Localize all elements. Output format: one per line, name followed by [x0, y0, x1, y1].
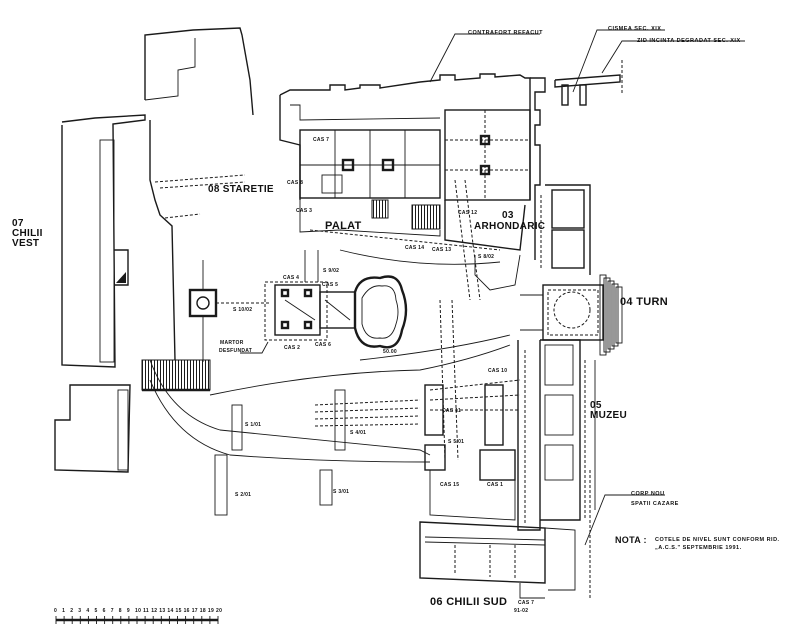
- label-05-muzeu: MUZEU: [590, 410, 628, 421]
- church: [264, 250, 408, 349]
- building-chilii-vest: [61, 114, 246, 368]
- west-stairs: [141, 359, 211, 392]
- label-06-chilii-sud: 06 CHILII SUD: [430, 596, 508, 608]
- section-s4: S 4/01: [350, 430, 367, 436]
- section-s10: S 10/02: [233, 307, 253, 313]
- note-line-1: COTELE DE NIVEL SUNT CONFORM RID.: [655, 537, 780, 543]
- section-cas-8: CAS 8: [287, 180, 304, 186]
- scale-tick-label: 12: [151, 608, 158, 614]
- label-palat: PALAT: [325, 220, 362, 232]
- scale-tick-label: 13: [159, 608, 166, 614]
- scale-tick-label: 3: [78, 608, 82, 614]
- section-cas-6: CAS 6: [315, 342, 332, 348]
- scale-tick-label: 4: [86, 608, 90, 614]
- section-s5: S 5/01: [448, 439, 465, 445]
- section-cas-7: CAS 7: [313, 137, 330, 143]
- note-line-2: „A.C.S." SEPTEMBRIE 1991.: [655, 545, 742, 551]
- section-cas-11: CAS 11: [442, 408, 462, 414]
- label-03-arhondaric: ARHONDARIC: [474, 221, 546, 232]
- scale-tick-label: 18: [199, 608, 206, 614]
- tower-turn: [520, 274, 623, 356]
- callout-spatii-cazare: SPATII CAZARE: [631, 501, 679, 507]
- fountain-pavilion: [188, 260, 270, 362]
- east-range: [530, 77, 591, 275]
- callout-zid-incinta: ZID INCINTA DEGRADAT SEC. XIX: [637, 38, 741, 44]
- callout-cismea: CISMEA SEC. XIX: [608, 26, 662, 32]
- scale-tick-label: 6: [102, 608, 106, 614]
- scale-tick-label: 19: [207, 608, 215, 614]
- scale-tick-label: 0: [54, 608, 58, 614]
- scale-tick-label: 14: [167, 608, 174, 614]
- label-05-number: 05: [590, 400, 602, 411]
- label-07-vest: VEST: [12, 238, 40, 249]
- scale-tick-label: 2: [70, 608, 74, 614]
- section-cas-2: CAS 2: [284, 345, 301, 351]
- section-cas-1: CAS 1: [487, 482, 504, 488]
- callout-corp-nou: CORP NOU: [631, 491, 665, 497]
- label-07-number: 07: [12, 218, 24, 229]
- section-cas-12: CAS 12: [458, 210, 478, 216]
- section-s9: S 9/02: [323, 268, 340, 274]
- label-07-chilii: CHILII: [12, 228, 43, 239]
- scale-tick-label: 11: [143, 608, 149, 614]
- scale-tick-label: 8: [118, 608, 122, 614]
- scale-tick-label: 7: [110, 608, 114, 614]
- section-cas-57-sub: 91-02: [514, 608, 529, 614]
- callout-leader-lines: [240, 29, 745, 546]
- label-08-staretie: 08 STARETIE: [208, 184, 274, 195]
- building-sw: [54, 384, 131, 473]
- scale-tick-label: 20: [216, 608, 223, 614]
- section-cas-10: CAS 10: [488, 368, 508, 374]
- scale-tick-label: 1: [62, 608, 66, 614]
- elevation-mark: 50.00: [383, 349, 398, 355]
- section-s8: S 8/02: [478, 254, 495, 260]
- building-muzeu: [517, 339, 596, 531]
- building-chilii-sud: [419, 470, 591, 600]
- section-s3: S 3/01: [333, 489, 350, 495]
- label-03-number: 03: [502, 210, 514, 221]
- label-martor: MARTOR: [220, 340, 244, 346]
- section-cas-14: CAS 14: [405, 245, 425, 251]
- label-04-turn: 04 TURN: [620, 296, 668, 308]
- palace-block: [279, 73, 531, 301]
- scale-tick-label: 15: [175, 608, 182, 614]
- building-arhondaric: [444, 200, 526, 291]
- scale-tick-label: 10: [135, 608, 142, 614]
- scale-tick-label: 5: [94, 608, 98, 614]
- south-trenches: [214, 299, 521, 521]
- scale-tick-label: 9: [126, 608, 130, 614]
- section-cas-15: CAS 15: [440, 482, 460, 488]
- section-cas-4: CAS 4: [283, 275, 300, 281]
- section-s2: S 2/01: [235, 492, 252, 498]
- nw-enclosure-wall: [144, 27, 254, 116]
- scale-bar: [55, 616, 219, 624]
- cismea-and-wall: [554, 60, 623, 106]
- scale-tick-label: 17: [191, 608, 198, 614]
- section-cas-13: CAS 13: [432, 247, 452, 253]
- scale-tick-label: 16: [183, 608, 190, 614]
- callout-contrafort: CONTRAFORT REFACUT: [468, 30, 543, 36]
- section-cas-57: CAS 7: [518, 600, 535, 606]
- note-title: NOTA :: [615, 535, 647, 545]
- section-cas-5: CAS 5: [322, 282, 339, 288]
- section-cas-3: CAS 3: [296, 208, 313, 214]
- courtyard-curves: [149, 229, 511, 463]
- section-s1: S 1/01: [245, 422, 262, 428]
- label-desfundat: DESFUNDAT: [219, 348, 253, 354]
